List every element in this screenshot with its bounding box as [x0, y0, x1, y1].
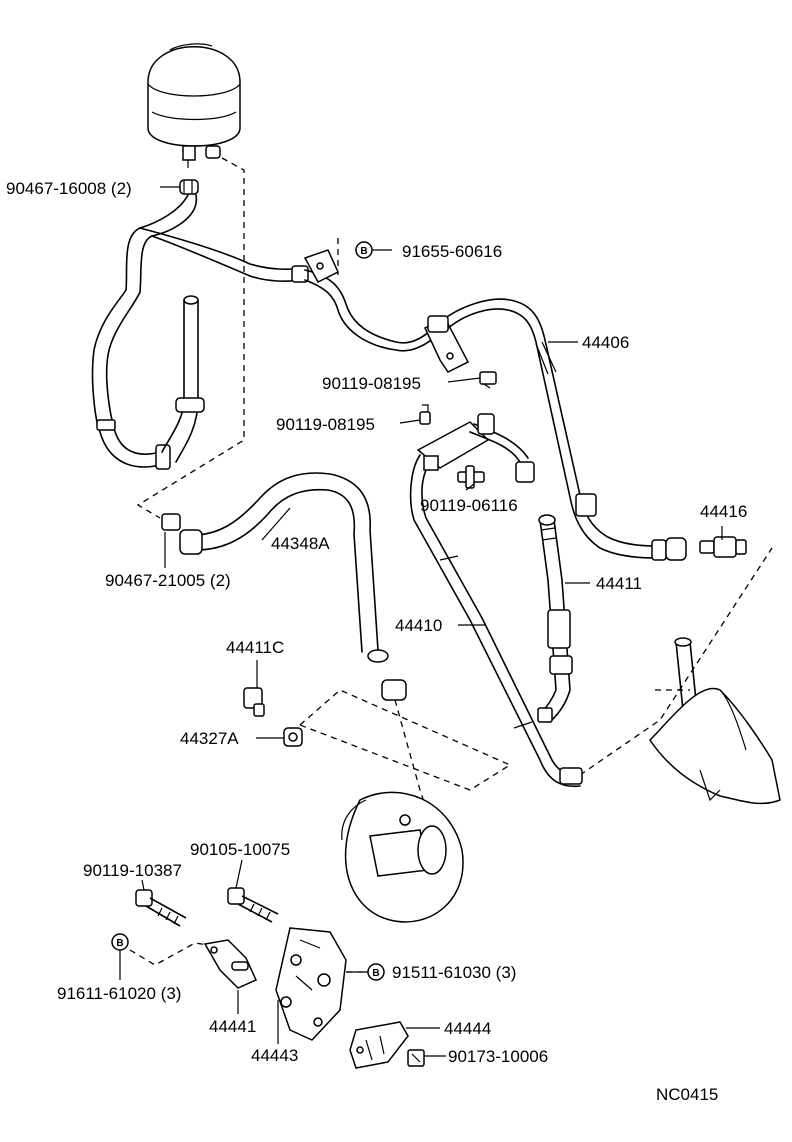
label-44410: 44410 — [395, 616, 442, 635]
bolt-marker-b-left: B — [111, 933, 129, 951]
diagram-code: NC0415 — [656, 1085, 718, 1104]
bolt-marker-b-right: B — [367, 963, 385, 981]
hose-clamp-upper — [179, 179, 199, 195]
bolt-90119-08195 — [419, 371, 497, 425]
short-hose — [161, 295, 205, 463]
nut-90173-10006 — [407, 1049, 425, 1067]
union-44416 — [699, 536, 747, 558]
svg-text:B: B — [372, 968, 379, 979]
bolt-90105-10075 — [227, 887, 279, 923]
suction-hose-44348a — [161, 472, 407, 701]
union-bolt-44411c — [243, 687, 265, 717]
part-labels: 90467-16008 (2) 91655-60616 44406 90119-… — [6, 179, 747, 1066]
leader-lines — [119, 186, 723, 1057]
pressure-pipe-upper — [303, 249, 470, 373]
bracket-44441 — [203, 939, 257, 989]
label-44411: 44411 — [596, 574, 642, 593]
return-hose — [91, 194, 309, 470]
label-91511-61030: 91511-61030 (3) — [392, 963, 516, 982]
label-90119-10387: 90119-10387 — [83, 861, 182, 880]
bracket-44443 — [275, 927, 347, 1041]
label-91611-61020: 91611-61020 (3) — [57, 984, 181, 1003]
label-44444: 44444 — [444, 1019, 491, 1038]
hose-44411 — [537, 514, 573, 723]
reservoir-tank — [147, 43, 241, 168]
svg-text:B: B — [360, 246, 367, 257]
label-44348a: 44348A — [271, 534, 330, 553]
label-90173-10006: 90173-10006 — [448, 1047, 548, 1066]
fitting-44327a — [283, 727, 303, 747]
bracket-44444 — [349, 1021, 409, 1069]
label-90467-16008: 90467-16008 (2) — [6, 179, 132, 198]
label-90105-10075: 90105-10075 — [190, 840, 290, 859]
label-44441: 44441 — [209, 1017, 256, 1036]
hose-44406 — [427, 298, 687, 561]
label-90119-06116: 90119-06116 — [420, 496, 518, 515]
bolt-90119-10387 — [135, 889, 187, 927]
power-steering-pump — [341, 791, 464, 923]
pipe-44410 — [409, 413, 583, 788]
bolt-marker-b-upper: B — [355, 241, 373, 259]
label-44411c: 44411C — [226, 638, 284, 657]
label-91655-60616: 91655-60616 — [402, 242, 502, 261]
label-44327a: 44327A — [180, 729, 239, 748]
steering-gear-housing — [649, 637, 781, 805]
label-90119-08195-b: 90119-08195 — [276, 415, 375, 434]
bolt-90119-06116 — [457, 465, 485, 489]
svg-text:B: B — [116, 938, 123, 949]
label-44406: 44406 — [582, 333, 629, 352]
label-90467-21005: 90467-21005 (2) — [105, 571, 231, 590]
label-90119-08195-a: 90119-08195 — [322, 374, 421, 393]
label-44443: 44443 — [251, 1046, 298, 1065]
label-44416: 44416 — [700, 502, 747, 521]
